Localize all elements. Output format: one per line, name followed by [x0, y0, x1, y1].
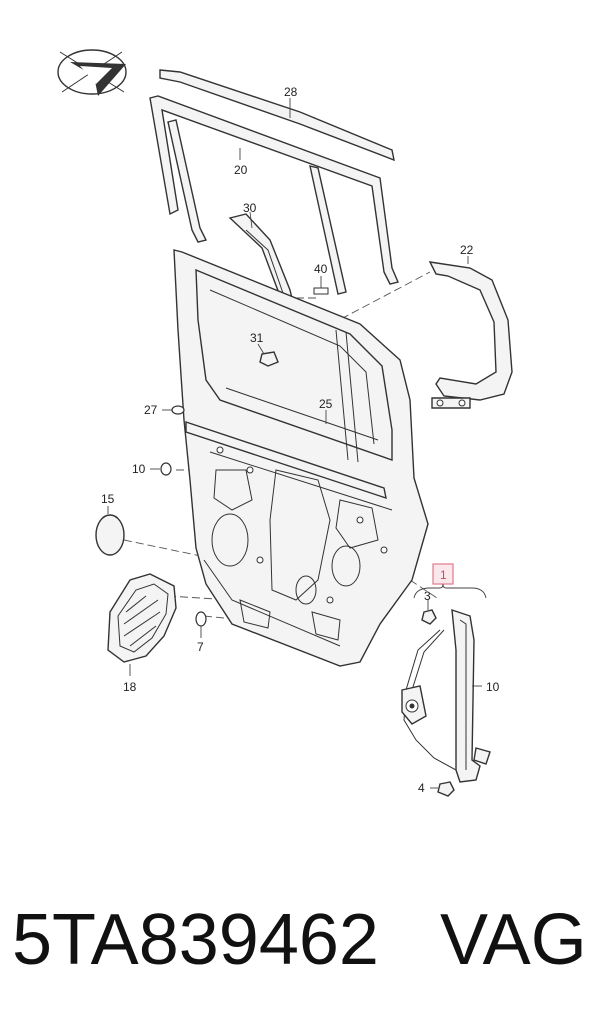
window-regulator-part-1	[401, 608, 491, 783]
nut-part-31	[257, 343, 279, 367]
label-part-10-right: 10	[486, 680, 500, 694]
label-part-1: 1	[440, 568, 447, 582]
label-part-30: 30	[243, 201, 257, 215]
label-part-22: 22	[460, 243, 474, 257]
label-part-20: 20	[234, 163, 248, 177]
label-part-15: 15	[101, 492, 115, 506]
top-rail-part-28	[159, 69, 395, 162]
label-part-4: 4	[418, 781, 425, 795]
label-part-40: 40	[314, 262, 328, 276]
label-part-10-left: 10	[132, 462, 146, 476]
label-part-7: 7	[197, 640, 204, 654]
grommet-part-10-left	[150, 462, 172, 476]
label-part-18: 18	[123, 680, 137, 694]
compass-arrow-icon	[57, 49, 127, 96]
nut-part-4	[430, 781, 455, 797]
label-part-31: 31	[250, 331, 264, 345]
end-cap-part-22	[428, 256, 513, 409]
speaker-grille-part-18	[107, 573, 177, 676]
clip-part-40	[313, 276, 329, 295]
regulator-highlight-box	[413, 563, 487, 599]
label-part-3: 3	[424, 589, 431, 603]
nut-part-3	[421, 600, 437, 625]
plug-part-27	[162, 405, 185, 415]
plug-part-7	[195, 611, 207, 638]
label-part-28: 28	[284, 85, 298, 99]
window-seal-part-20	[149, 95, 399, 295]
door-shell	[173, 249, 429, 667]
label-part-27: 27	[144, 403, 158, 417]
brand-name: VAG	[440, 900, 587, 980]
cover-disc-part-15	[95, 506, 125, 556]
part-number: 5TA839462	[12, 900, 379, 980]
label-part-25: 25	[319, 397, 333, 411]
